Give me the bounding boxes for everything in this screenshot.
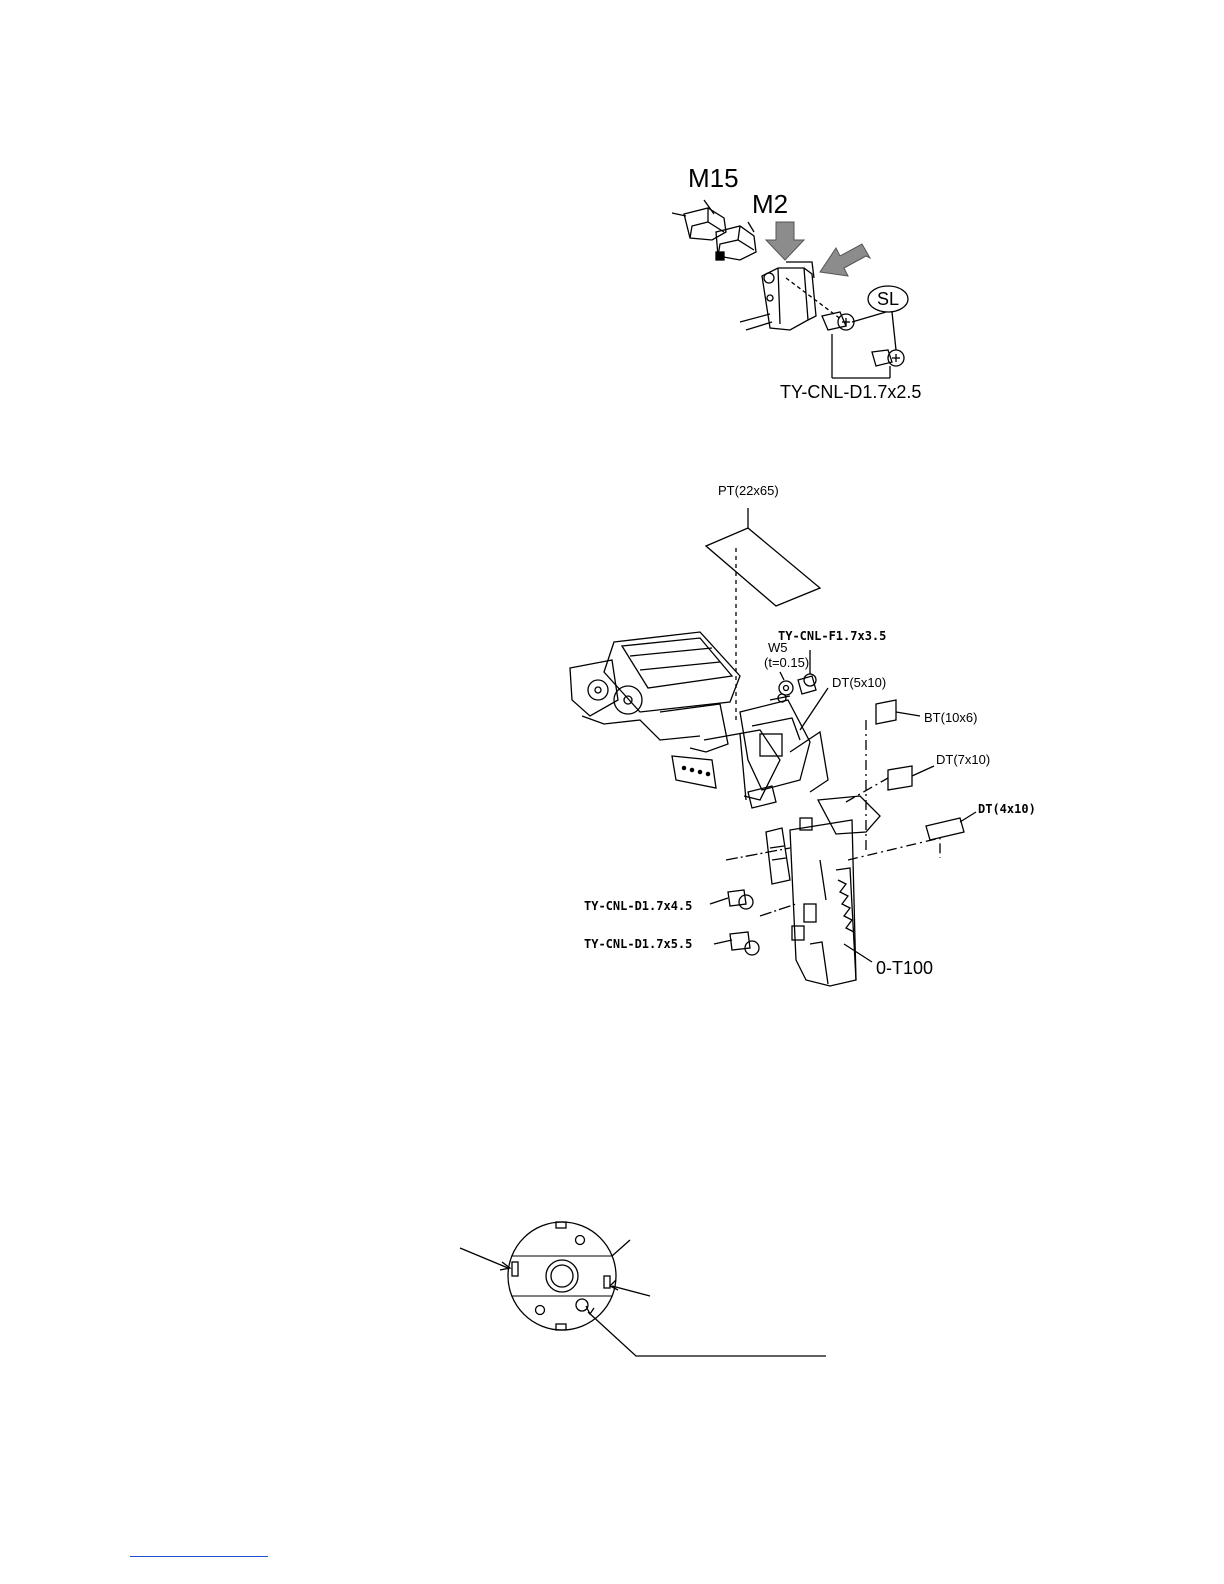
label-sl: SL [877,289,899,309]
tab-left [512,1262,518,1276]
footer-link-line[interactable] [130,1556,268,1557]
label-w5-thickness: (t=0.15) [764,655,809,670]
label-screw-f1735: TY-CNL-F1.7x3.5 [778,629,886,643]
tape-dt-7x10 [888,766,912,790]
flex-holder [740,694,828,808]
part-m15 [672,200,726,240]
label-board-0-t100: 0-T100 [876,958,933,978]
disc-outline [508,1222,616,1330]
hole-bottom-left [536,1306,545,1315]
figure-2-exploded-assembly [570,508,976,986]
arrow-diagonal-icon [820,244,870,276]
tape-dt-4x10 [926,818,964,840]
label-screw-d1755: TY-CNL-D1.7x5.5 [584,937,692,951]
arrow-down-icon [766,222,804,260]
screw-d-1755 [730,932,759,955]
label-screw-d1725: TY-CNL-D1.7x2.5 [780,382,921,402]
screw-d-1745 [728,890,753,909]
figure-3-disc-view [460,1222,826,1356]
notch-top [556,1222,566,1228]
label-dt-5x10: DT(5x10) [832,675,886,690]
notch-bottom [556,1324,566,1330]
tape-bt [876,700,896,724]
label-m15: M15 [688,163,739,193]
label-dt-4x10: DT(4x10) [978,802,1036,816]
marker-bottom-right [576,1299,588,1311]
mechanism-chassis [570,632,780,800]
part-m2 [716,222,756,260]
label-screw-d1745: TY-CNL-D1.7x4.5 [584,899,692,913]
screw-lower [872,350,904,366]
label-dt-7x10: DT(7x10) [936,752,990,767]
label-m2: M2 [752,189,788,219]
label-pt: PT(22x65) [718,483,779,498]
board-0-t100 [726,796,880,986]
washer-w5 [779,681,793,695]
hole-top-right [576,1236,585,1245]
screw-upper [822,312,854,330]
tape-pt [706,508,820,720]
label-bt-10x6: BT(10x6) [924,710,977,725]
